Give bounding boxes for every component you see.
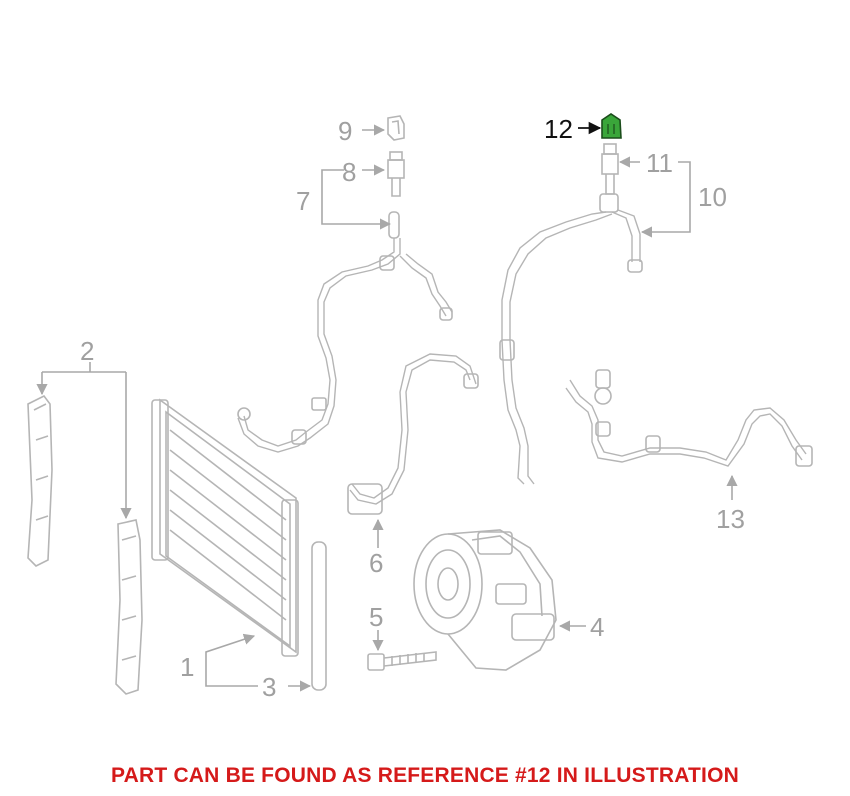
part-5-bolt <box>367 651 437 671</box>
callout-10: 10 <box>698 182 727 212</box>
part-10-line <box>499 143 643 485</box>
callout-4: 4 <box>590 612 604 642</box>
part-6-line <box>347 353 479 515</box>
callout-2: 2 <box>80 336 94 366</box>
callout-5: 5 <box>369 602 383 632</box>
part-13-line <box>565 369 813 467</box>
callout-11: 11 <box>646 148 673 178</box>
part-2-brackets <box>27 394 143 695</box>
callout-6: 6 <box>369 548 383 578</box>
callout-12: 12 <box>544 114 573 144</box>
part-8-valve <box>387 151 405 197</box>
leader-lines <box>42 121 738 692</box>
part-1-condenser <box>151 398 299 657</box>
part-4-compressor <box>413 529 557 671</box>
callout-8: 8 <box>342 157 356 187</box>
callout-3: 3 <box>262 672 276 702</box>
callout-7: 7 <box>296 186 310 216</box>
reference-caption: PART CAN BE FOUND AS REFERENCE #12 IN IL… <box>111 764 739 787</box>
callout-1: 1 <box>180 652 194 682</box>
part-7-line <box>237 211 453 453</box>
callout-9: 9 <box>338 116 352 146</box>
part-12-cap <box>601 113 622 139</box>
callout-13: 13 <box>716 504 745 534</box>
part-3-drier <box>311 541 327 691</box>
part-9-cap <box>387 115 405 141</box>
